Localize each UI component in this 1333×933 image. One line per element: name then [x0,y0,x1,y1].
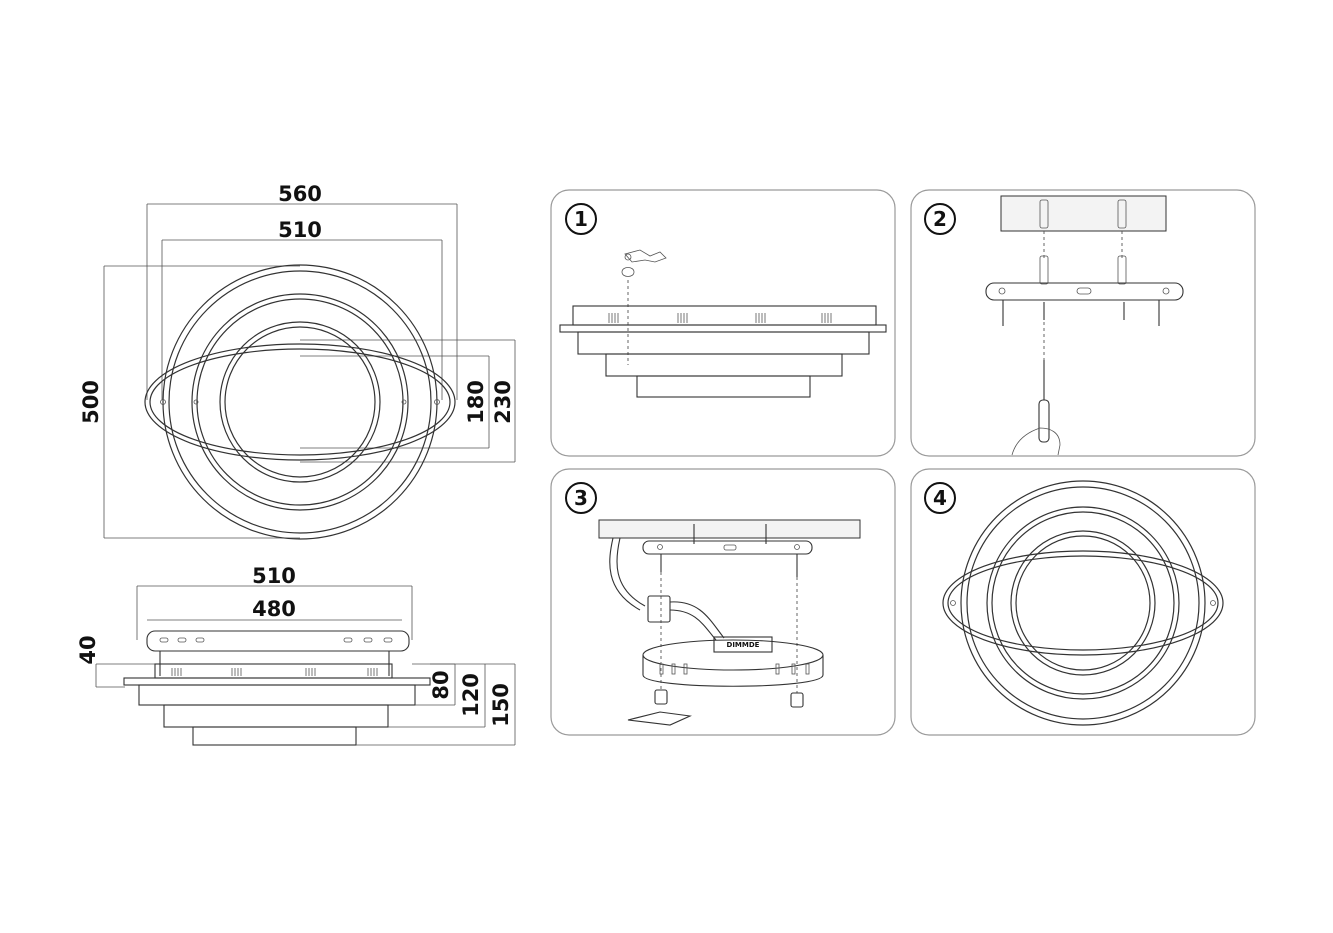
step-2-number: 2 [933,207,947,231]
driver-label: DIMMDE [727,641,760,649]
top-view-drawing: 560 510 500 180 230 [79,182,516,540]
step-1-panel: 1 [550,189,896,457]
dimension-500: 500 [79,380,103,424]
dimension-510-side: 510 [252,564,296,588]
dimension-510-top: 510 [278,218,322,242]
dimension-150: 150 [489,683,513,727]
dimension-480: 480 [252,597,296,621]
step-3-number: 3 [574,486,588,510]
dimension-230: 230 [491,380,515,424]
step-2-panel: 2 [910,189,1256,457]
side-view-drawing: 510 480 40 [76,564,516,746]
dimension-80: 80 [429,670,453,699]
step-3-panel: 3 DIMMDE [550,468,896,736]
dimension-180: 180 [464,380,488,424]
step-4-number: 4 [933,486,947,510]
dimension-40: 40 [76,635,100,664]
dimension-560: 560 [278,182,322,206]
dimension-120: 120 [459,673,483,717]
step-4-panel: 4 [910,468,1256,736]
step-1-number: 1 [574,207,588,231]
